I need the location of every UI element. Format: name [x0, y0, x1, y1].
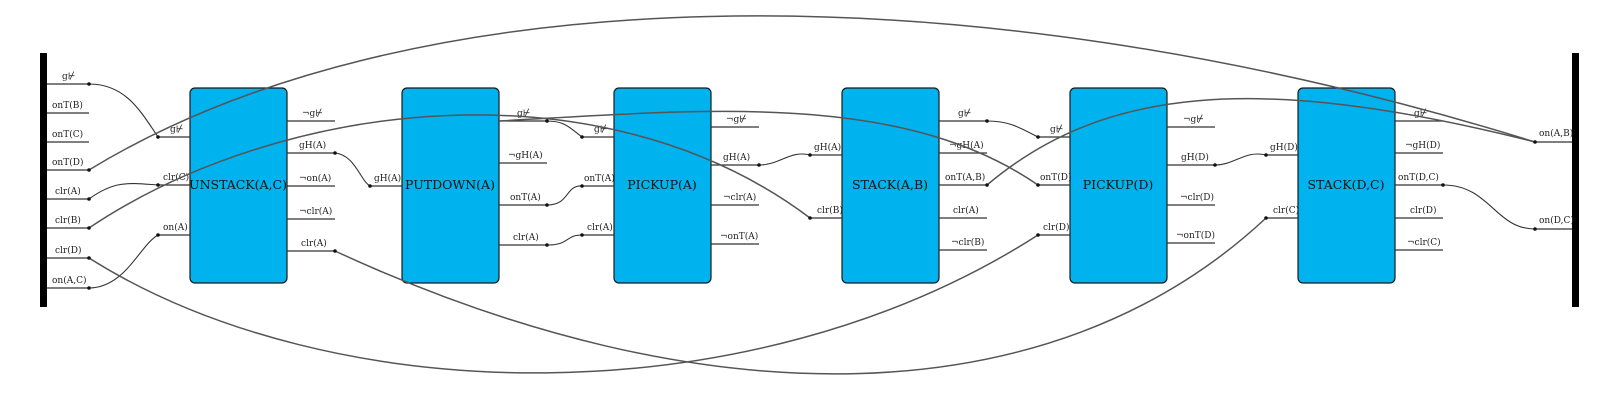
- precondition-label: gH(D): [1270, 142, 1298, 153]
- effect-label: ¬on(A): [299, 173, 331, 184]
- initial-fact: onT(D): [52, 157, 83, 168]
- effect-label: clr(A): [953, 205, 979, 216]
- action-pickup-a: PICKUP(A): [613, 87, 712, 284]
- action-label: PICKUP(A): [627, 177, 697, 192]
- action-label: STACK(D,C): [1307, 177, 1384, 192]
- precondition-label: gH(A): [374, 173, 401, 184]
- effect-label: g⊬: [1414, 108, 1428, 119]
- effect-label: clr(A): [513, 232, 539, 243]
- long-causal-links: [88, 15, 1536, 375]
- initial-fact: clr(D): [55, 245, 81, 256]
- effect-label: ¬g⊬: [1183, 114, 1204, 125]
- effect-label: onT(D,C): [1398, 172, 1439, 183]
- action-stack-d-c: STACK(D,C): [1297, 87, 1396, 284]
- effect-label: gH(A): [299, 140, 326, 151]
- initial-fact: on(A,C): [52, 275, 86, 286]
- effect-label: clr(A): [301, 238, 327, 249]
- initial-fact: g⊬: [62, 71, 76, 82]
- stack-d-c-facts: gH(D) clr(C) g⊬ ¬gH(D) onT(D,C) clr(D) ¬…: [1266, 108, 1443, 251]
- initial-state-bar: [40, 53, 47, 307]
- action-putdown-a: PUTDOWN(A): [401, 87, 500, 284]
- effect-label: ¬onT(A): [720, 231, 758, 242]
- goal-state-bar: [1572, 53, 1579, 307]
- initial-fact: onT(C): [52, 129, 83, 140]
- unstack-a-c-facts: g⊬ clr(C) on(A) ¬g⊬ gH(A) ¬on(A) ¬clr(A)…: [158, 108, 335, 252]
- precondition-label: clr(C): [163, 172, 189, 183]
- action-label: UNSTACK(A,C): [189, 177, 287, 192]
- pickup-a-facts: g⊬ onT(A) clr(A) ¬g⊬ gH(A) ¬clr(A) ¬onT(…: [582, 114, 759, 245]
- goal-fact: on(D,C): [1539, 215, 1574, 226]
- effect-label: ¬clr(B): [951, 237, 984, 248]
- effect-label: onT(A,B): [945, 172, 985, 183]
- effect-label: ¬clr(A): [723, 192, 756, 203]
- effect-label: gH(A): [723, 152, 750, 163]
- precondition-label: clr(A): [587, 222, 613, 233]
- pickup-d-facts: g⊬ onT(D) clr(D) ¬g⊬ gH(D) ¬clr(D) ¬onT(…: [1038, 114, 1215, 244]
- action-pickup-d: PICKUP(D): [1069, 87, 1168, 284]
- effect-label: g⊬: [517, 108, 531, 119]
- effect-label: ¬onT(D): [1176, 230, 1215, 241]
- initial-fact: clr(B): [55, 215, 81, 226]
- effect-label: ¬gH(A): [949, 140, 984, 151]
- effect-label: ¬clr(D): [1180, 192, 1214, 203]
- action-stack-a-b: STACK(A,B): [841, 87, 940, 284]
- precondition-label: clr(C): [1273, 205, 1299, 216]
- effect-label: onT(A): [510, 192, 541, 203]
- effect-label: ¬gH(D): [1405, 140, 1440, 151]
- effect-label: g⊬: [958, 108, 972, 119]
- precondition-label: g⊬: [1050, 124, 1064, 135]
- link-endpoints: [87, 82, 1537, 290]
- goal-state-facts: on(A,B) on(D,C): [1535, 128, 1574, 230]
- precondition-label: g⊬: [170, 124, 184, 135]
- effect-label: ¬gH(A): [508, 150, 543, 161]
- precondition-label: gH(A): [814, 142, 841, 153]
- action-label: STACK(A,B): [852, 177, 928, 192]
- initial-state-facts: g⊬ onT(B) onT(C) onT(D) clr(A) clr(B) cl…: [47, 71, 89, 289]
- putdown-a-facts: gH(A) g⊬ ¬gH(A) onT(A) clr(A): [370, 108, 547, 246]
- precondition-label: clr(B): [817, 205, 843, 216]
- goal-fact: on(A,B): [1539, 128, 1573, 139]
- effect-label: ¬g⊬: [302, 108, 323, 119]
- effect-label: clr(D): [1410, 205, 1436, 216]
- causal-links: [88, 83, 1536, 289]
- precondition-label: onT(A): [584, 173, 615, 184]
- precondition-label: g⊬: [594, 124, 608, 135]
- effect-label: ¬clr(C): [1407, 237, 1441, 248]
- action-unstack-a-c: UNSTACK(A,C): [189, 87, 288, 284]
- effect-label: gH(D): [1181, 152, 1209, 163]
- effect-label: ¬g⊬: [726, 114, 747, 125]
- precondition-label: onT(D): [1040, 172, 1071, 183]
- action-label: PUTDOWN(A): [405, 177, 495, 192]
- initial-fact: onT(B): [52, 100, 83, 111]
- precondition-label: on(A): [163, 222, 188, 233]
- precondition-label: clr(D): [1043, 222, 1069, 233]
- effect-label: ¬clr(A): [299, 206, 332, 217]
- action-label: PICKUP(D): [1083, 177, 1154, 192]
- initial-fact: clr(A): [55, 186, 81, 197]
